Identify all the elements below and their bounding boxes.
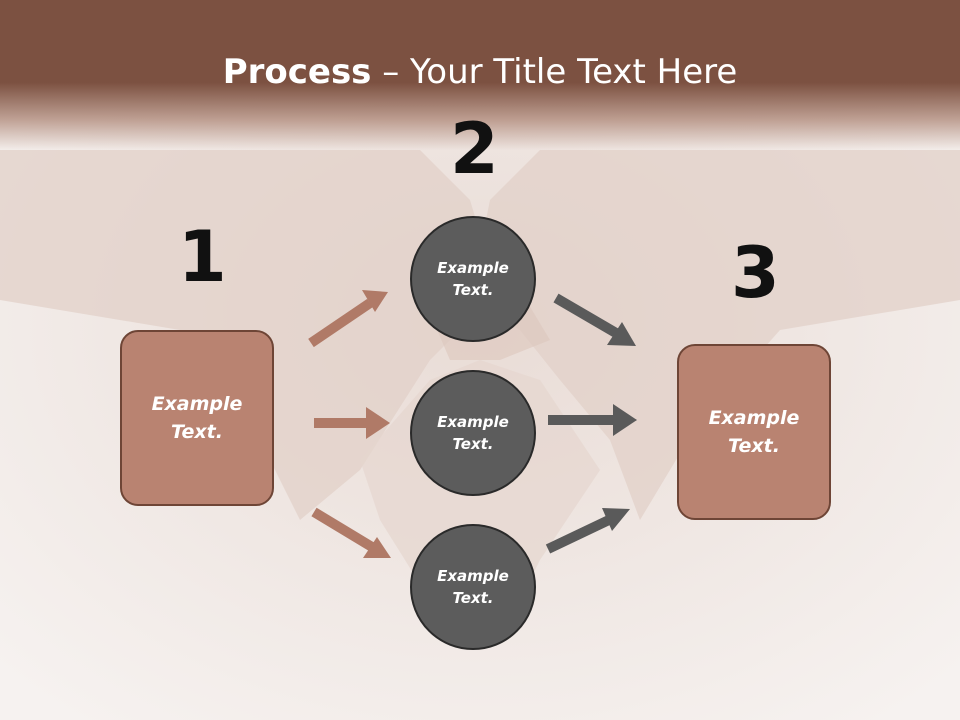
step-2-circle-bottom[interactable]: Example Text. — [410, 524, 536, 650]
title-rest: – Your Title Text Here — [371, 52, 738, 92]
slide-title: Process – Your Title Text Here — [0, 52, 960, 92]
title-bar — [0, 0, 960, 150]
step-1-box[interactable]: Example Text. — [120, 330, 274, 506]
circle-middle-label: Example Text. — [437, 412, 509, 454]
step-1-label: Example Text. — [151, 392, 243, 444]
arrow-from-top-circle — [553, 293, 636, 346]
step-3-label: Example Text. — [708, 406, 800, 458]
step-3-box[interactable]: Example Text. — [677, 344, 831, 520]
circle-bottom-label: Example Text. — [437, 566, 509, 608]
step-number-3: 3 — [731, 232, 780, 314]
arrow-from-bottom-circle — [545, 508, 630, 554]
step-2-circle-middle[interactable]: Example Text. — [410, 370, 536, 496]
circle-top-label: Example Text. — [437, 258, 509, 300]
step-number-2: 2 — [450, 108, 499, 190]
title-bold: Process — [222, 52, 372, 92]
arrow-to-bottom-circle — [311, 507, 391, 558]
step-number-1: 1 — [178, 216, 227, 298]
step-2-circle-top[interactable]: Example Text. — [410, 216, 536, 342]
arrow-to-top-circle — [308, 290, 388, 348]
arrow-to-middle-circle — [314, 407, 390, 439]
arrow-from-middle-circle — [548, 404, 637, 436]
